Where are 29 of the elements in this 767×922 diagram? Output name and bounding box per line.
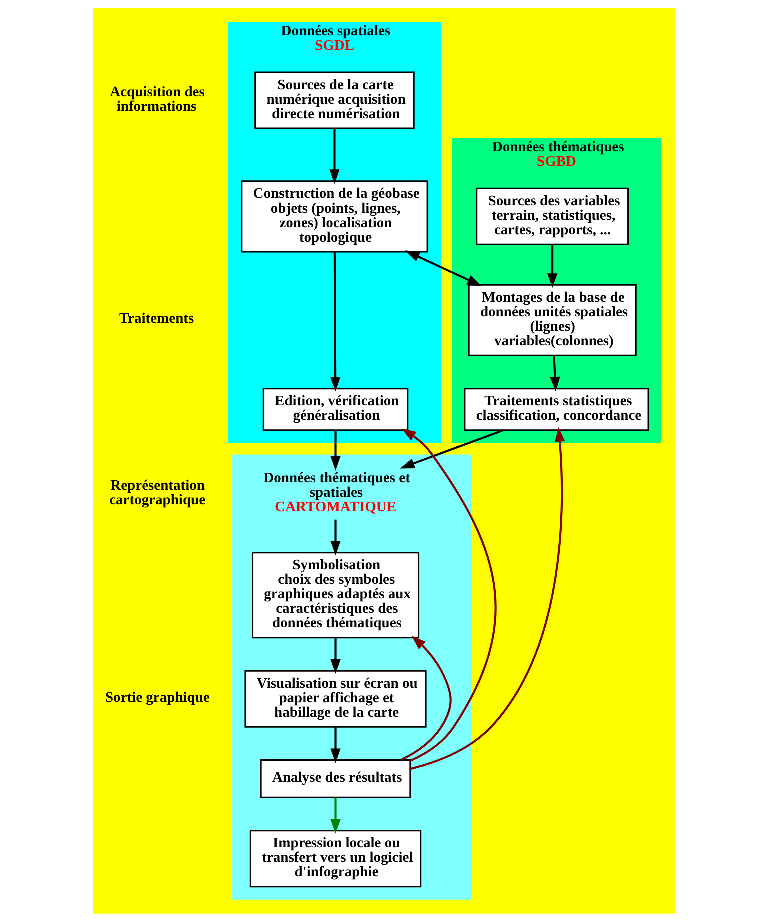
arrow: [330, 252, 340, 392]
arrow: [404, 250, 482, 286]
node-box: Impression locale ou transfert vers un logiciel d'infographie: [249, 830, 422, 888]
node-box: Sources des variables terrain, statistiques, cartes, rapports, ...: [476, 188, 629, 246]
label: Sortie graphique: [104, 690, 210, 706]
node-box: Construction de la géobase objets (points, lignes, zones) localisation topologique: [240, 180, 428, 253]
label: Acquisition des informations: [110, 84, 204, 116]
arrow: [410, 427, 565, 770]
label: Représentation cartographique: [109, 478, 206, 508]
arrow: [400, 429, 504, 469]
node-box: Analyse des résultats: [260, 760, 411, 798]
arrow: [330, 798, 340, 834]
arrow: [329, 128, 340, 184]
label: Traitements: [118, 311, 194, 328]
node-box: Symbolisation choix des symboles graphiques adaptés aux caractéristiques des données thématiques: [251, 552, 420, 639]
arrow: [330, 727, 340, 764]
node-box: Sources de la carte numérique acquisition directe numérisation: [254, 72, 414, 130]
arrow: [400, 636, 452, 762]
arrow: [546, 244, 558, 288]
node-text: Données thématiques et spatiales CARTOMATIQUE: [263, 470, 410, 516]
node-box: Traitements statistiques classification, concordance: [464, 388, 649, 432]
arrow: [550, 356, 560, 392]
node-box: Visualisation sur écran ou papier affichage et habillage de la carte: [244, 670, 426, 728]
arrow: [330, 520, 340, 556]
node-box: Edition, vérification généralisation: [262, 388, 408, 432]
arrow: [330, 430, 340, 471]
arrow: [401, 428, 496, 762]
node-box: Montages de la base de données unités spatiales (lignes) variables(colonnes): [468, 284, 636, 356]
arrow: [330, 638, 340, 674]
